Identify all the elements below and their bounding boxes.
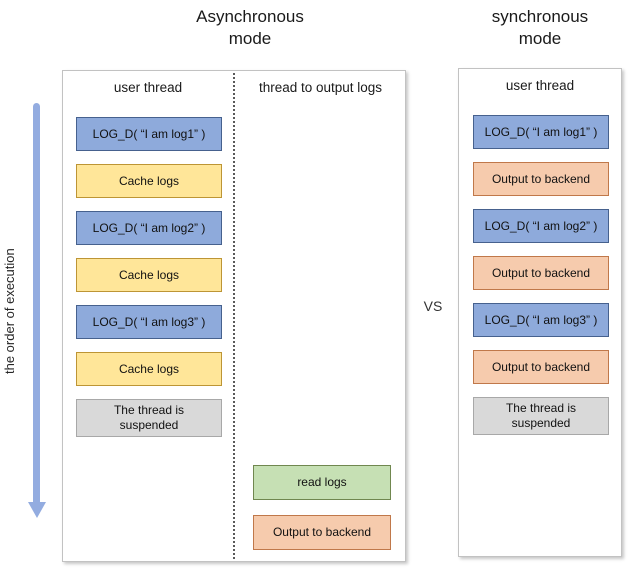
cache-logs-box: Cache logs xyxy=(76,258,222,292)
output-to-backend-box: Output to backend xyxy=(253,515,391,550)
execution-order-label: the order of execution xyxy=(2,248,17,374)
sync-user-thread-stack: LOG_D( “I am log1” ) Output to backend L… xyxy=(473,115,609,435)
box-label: Output to backend xyxy=(491,171,591,186)
log-call-box: LOG_D( “I am log1” ) xyxy=(76,117,222,151)
arrow-shaft xyxy=(33,103,40,503)
box-label: Output to backend xyxy=(272,525,372,539)
box-label: LOG_D( “I am log3” ) xyxy=(92,314,206,329)
box-label: The thread is suspended xyxy=(113,403,185,432)
sync-mode-title-line2: mode xyxy=(518,29,562,48)
async-output-thread-stack: read logs Output to backend xyxy=(253,465,391,550)
box-label: LOG_D( “I am log1” ) xyxy=(484,124,598,139)
thread-suspended-box: The thread is suspended xyxy=(76,399,222,437)
box-label: Output to backend xyxy=(491,359,591,374)
box-label: LOG_D( “I am log2” ) xyxy=(484,218,598,233)
thread-divider-dotted-line xyxy=(233,73,235,559)
log-call-box: LOG_D( “I am log3” ) xyxy=(76,305,222,339)
cache-logs-box: Cache logs xyxy=(76,164,222,198)
box-label: read logs xyxy=(297,475,347,489)
read-logs-box: read logs xyxy=(253,465,391,500)
sync-mode-title-line1: synchronous xyxy=(491,7,589,26)
async-output-thread-header: thread to output logs xyxy=(258,80,383,95)
async-mode-title: Asynchronous mode xyxy=(155,6,345,50)
box-label: LOG_D( “I am log1” ) xyxy=(92,126,206,141)
output-to-backend-box: Output to backend xyxy=(473,162,609,196)
box-label: The thread is suspended xyxy=(505,401,577,430)
log-call-box: LOG_D( “I am log2” ) xyxy=(473,209,609,243)
arrow-head-icon xyxy=(28,502,46,518)
async-mode-title-line1: Asynchronous xyxy=(196,7,304,26)
output-to-backend-box: Output to backend xyxy=(473,256,609,290)
cache-logs-box: Cache logs xyxy=(76,352,222,386)
async-panel: user thread thread to output logs LOG_D(… xyxy=(62,70,406,562)
box-label: Cache logs xyxy=(118,267,180,282)
output-to-backend-box: Output to backend xyxy=(473,350,609,384)
log-call-box: LOG_D( “I am log1” ) xyxy=(473,115,609,149)
box-label: Cache logs xyxy=(118,361,180,376)
vs-label: VS xyxy=(423,298,443,314)
thread-suspended-box: The thread is suspended xyxy=(473,397,609,435)
async-user-thread-header: user thread xyxy=(113,80,183,95)
async-mode-title-line2: mode xyxy=(228,29,272,48)
log-call-box: LOG_D( “I am log3” ) xyxy=(473,303,609,337)
sync-mode-title: synchronous mode xyxy=(445,6,635,50)
async-user-thread-stack: LOG_D( “I am log1” ) Cache logs LOG_D( “… xyxy=(76,117,222,437)
box-label: LOG_D( “I am log3” ) xyxy=(484,312,598,327)
execution-order-arrow-icon xyxy=(28,103,46,519)
box-label: Output to backend xyxy=(491,265,591,280)
box-label: LOG_D( “I am log2” ) xyxy=(92,220,206,235)
box-label: Cache logs xyxy=(118,173,180,188)
sync-user-thread-header: user thread xyxy=(505,78,575,93)
log-call-box: LOG_D( “I am log2” ) xyxy=(76,211,222,245)
sync-panel: user thread LOG_D( “I am log1” ) Output … xyxy=(458,68,622,557)
